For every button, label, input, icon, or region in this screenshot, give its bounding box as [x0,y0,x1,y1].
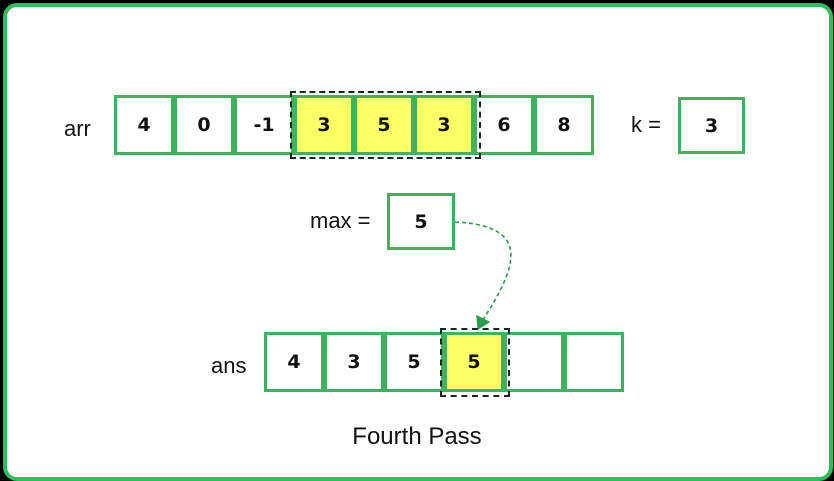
k-label: k = [631,112,661,137]
ans-cell [564,332,624,392]
arr-cell-window: 5 [354,95,414,155]
arr-cell: 6 [474,95,534,155]
ans-cell: 4 [264,332,324,392]
max-value-box: 5 [387,193,455,250]
ans-cell: 3 [324,332,384,392]
caption: Fourth Pass [352,423,482,450]
arr-cell: -1 [234,95,294,155]
max-label: max = [310,208,371,233]
arr-label: arr [64,116,91,141]
arr-cell: 4 [114,95,174,155]
ans-cell: 5 [384,332,444,392]
ans-cell-current: 5 [444,332,504,392]
arr-cell: 8 [534,95,594,155]
arr-cell-window: 3 [294,95,354,155]
arr-cell-window: 3 [414,95,474,155]
ans-label: ans [211,353,247,378]
arr-cell: 0 [174,95,234,155]
k-value-box: 3 [678,97,745,154]
ans-cell [504,332,564,392]
